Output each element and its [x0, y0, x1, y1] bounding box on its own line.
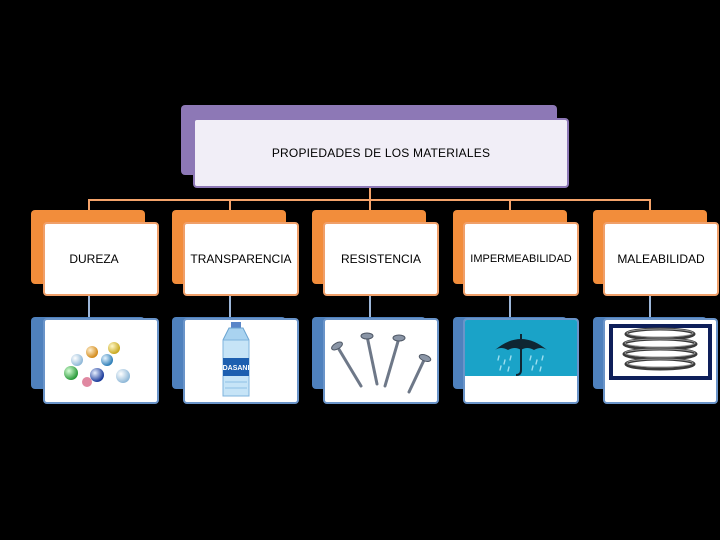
property-label: MALEABILIDAD — [617, 252, 705, 266]
property-label: IMPERMEABILIDAD — [470, 253, 572, 265]
branch-connector — [649, 199, 651, 215]
property-node-maleabilidad: MALEABILIDAD — [603, 222, 719, 296]
image-node-resistencia — [323, 318, 439, 404]
water-bottle-icon: DASANI — [222, 322, 250, 397]
property-node-impermeabilidad: IMPERMEABILIDAD — [463, 222, 579, 296]
property-label: TRANSPARENCIA — [190, 252, 292, 266]
root-connector — [369, 188, 371, 201]
spring-icon — [609, 324, 712, 380]
branch-connector — [369, 199, 371, 215]
image-link — [649, 296, 651, 318]
umbrella-rain-icon — [465, 320, 577, 376]
image-node-dureza — [43, 318, 159, 404]
image-link — [509, 296, 511, 318]
bottle-brand-label: DASANI — [223, 365, 250, 372]
root-node-label: PROPIEDADES DE LOS MATERIALES — [271, 146, 491, 160]
property-label: RESISTENCIA — [340, 252, 421, 266]
image-link — [229, 296, 231, 318]
branch-connector — [88, 199, 90, 215]
property-label: DUREZA — [69, 252, 119, 266]
image-node-impermeabilidad — [463, 318, 579, 404]
property-node-dureza: DUREZA — [43, 222, 159, 296]
marbles-icon — [64, 342, 130, 387]
branch-connector — [509, 199, 511, 215]
property-node-resistencia: RESISTENCIA — [323, 222, 439, 296]
image-link — [88, 296, 90, 318]
image-node-transparencia: DASANI — [183, 318, 299, 404]
branch-connector — [229, 199, 231, 215]
image-node-maleabilidad — [603, 318, 718, 404]
image-link — [369, 296, 371, 318]
property-node-transparencia: TRANSPARENCIA — [183, 222, 299, 296]
root-node: PROPIEDADES DE LOS MATERIALES — [193, 118, 569, 188]
nails-icon — [331, 332, 432, 394]
